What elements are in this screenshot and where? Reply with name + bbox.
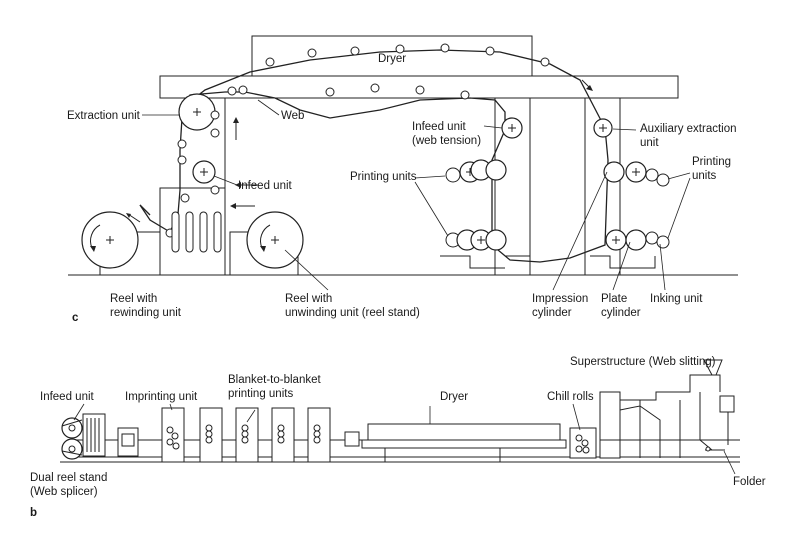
guide-roll-c10 — [325, 87, 335, 97]
dryer-b — [367, 423, 561, 441]
label-reel-rewinding-2: rewinding unit — [110, 307, 182, 319]
guide-roll-c16 — [210, 128, 220, 138]
guide-roll-c1 — [227, 86, 237, 96]
guide-roll-c9 — [540, 57, 550, 67]
printing-towers-b — [161, 407, 331, 463]
label-folder: Folder — [733, 476, 766, 488]
label-printing-units-right-1: Printing — [692, 156, 731, 168]
guide-roll-c4 — [307, 48, 317, 58]
festoon-rolls — [171, 211, 222, 253]
guide-roll-c5 — [350, 46, 360, 56]
label-reel-rewinding-1: Reel with — [110, 293, 157, 305]
guide-roll-c8 — [485, 46, 495, 56]
label-reel-unwinding-1: Reel with — [285, 293, 332, 305]
label-superstructure: Superstructure (Web slitting) — [570, 356, 716, 368]
dryer-label-c: Dryer — [378, 53, 406, 65]
printing-base-left — [440, 255, 530, 269]
label-blanket-units-2: printing units — [228, 388, 293, 400]
label-dual-reel-1: Dual reel stand — [30, 472, 107, 484]
label-inking-unit: Inking unit — [650, 293, 703, 305]
figure-b: Superstructure (Web slitting) Infeed uni… — [30, 356, 766, 519]
label-infeed-unit-b: Infeed unit — [40, 391, 95, 403]
label-chill-rolls: Chill rolls — [547, 391, 594, 403]
label-printing-units-left: Printing units — [350, 171, 417, 183]
label-aux-extraction-2: unit — [640, 137, 659, 149]
web-path-c — [139, 49, 609, 263]
web-path-c2 — [139, 204, 151, 216]
guide-roll-c15 — [177, 155, 187, 165]
guide-roll-c12 — [415, 85, 425, 95]
splicer-box — [82, 413, 106, 457]
label-aux-extraction-1: Auxiliary extraction — [640, 123, 737, 135]
label-blanket-units-1: Blanket-to-blanket — [228, 374, 321, 386]
label-infeed-web-tension-1: Infeed unit — [412, 121, 467, 133]
label-infeed-web-tension-2: (web tension) — [412, 135, 481, 147]
label-plate-cylinder-1: Plate — [601, 293, 627, 305]
guide-roll-c2 — [238, 85, 248, 95]
printing-base-right — [590, 255, 656, 269]
guide-roll-c7 — [440, 43, 450, 53]
superstructure-folder — [599, 359, 740, 459]
panel-letter-b: b — [30, 507, 37, 519]
guide-roll-c17 — [210, 185, 220, 195]
label-infeed-unit: Infeed unit — [238, 180, 293, 192]
label-imprinting-unit: Imprinting unit — [125, 391, 198, 403]
guide-roll-c13 — [460, 90, 470, 100]
label-impression-cylinder-1: Impression — [532, 293, 588, 305]
guide-roll-c11 — [370, 83, 380, 93]
label-reel-unwinding-2: unwinding unit (reel stand) — [285, 307, 420, 319]
label-dual-reel-2: (Web splicer) — [30, 486, 98, 498]
figure-c: Dryer — [67, 35, 738, 324]
printing-unit-right — [593, 118, 670, 251]
label-impression-cylinder-2: cylinder — [532, 307, 572, 319]
panel-letter-c: c — [72, 312, 79, 324]
guide-roll-c3 — [265, 57, 275, 67]
guide-roll-c14 — [177, 139, 187, 149]
label-printing-units-right-2: units — [692, 170, 717, 182]
guide-roll-c19 — [180, 193, 190, 203]
printing-unit-left — [445, 159, 507, 251]
label-web: Web — [281, 110, 304, 122]
label-dryer-b: Dryer — [440, 391, 468, 403]
label-extraction-unit: Extraction unit — [67, 110, 141, 122]
label-plate-cylinder-2: cylinder — [601, 307, 641, 319]
guide-roll-c6 — [395, 44, 405, 54]
